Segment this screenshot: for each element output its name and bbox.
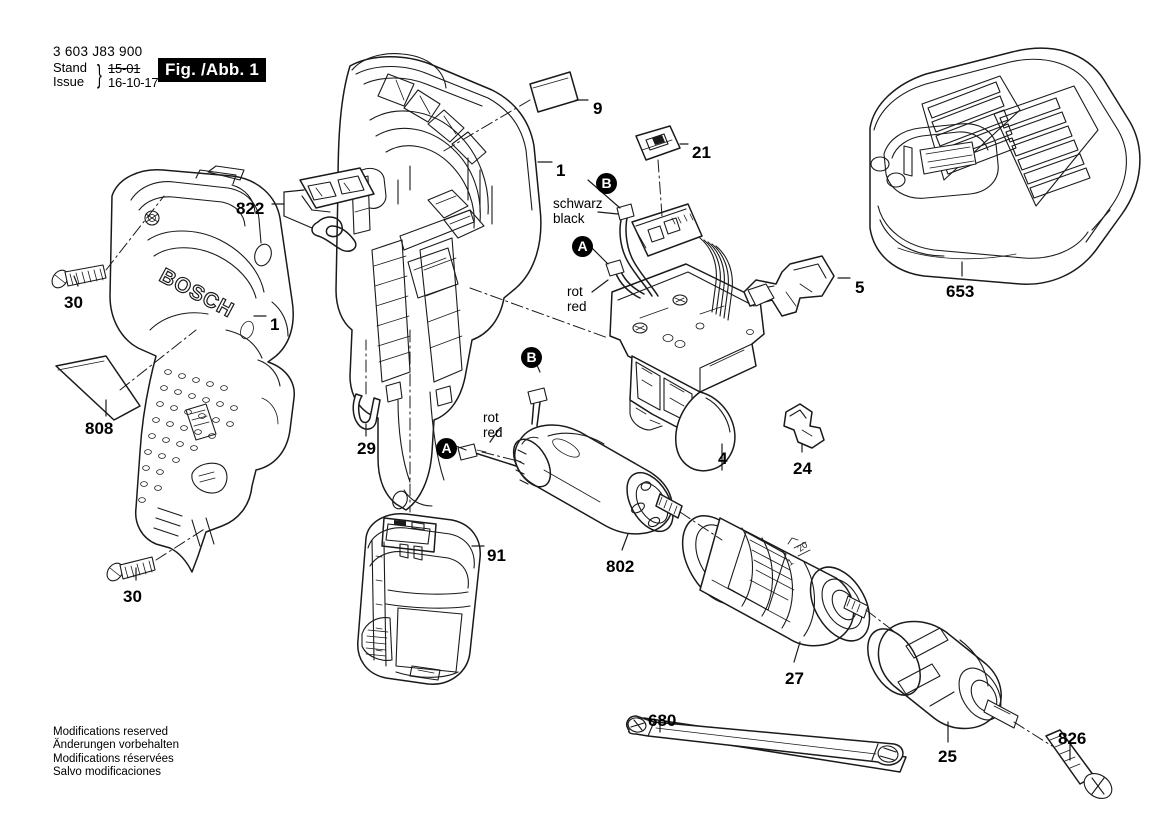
stand-label: Stand: [53, 60, 87, 75]
part-822-art: [299, 167, 375, 252]
superseded-date: 15-01: [108, 61, 141, 76]
wire-color-label-red-motor: rot red: [483, 410, 503, 440]
callout-822: 822: [236, 199, 265, 218]
callout-1-housing-right: 1: [556, 161, 566, 180]
connection-mark-A-motor: A: [436, 438, 457, 459]
callout-680: 680: [648, 711, 677, 730]
assembly-axes: [105, 99, 1053, 747]
motor-802-art: [457, 387, 683, 535]
callout-653: 653: [946, 282, 975, 301]
svg-text:1: 1: [785, 557, 795, 568]
gearbox-27-art: 1 20: [681, 515, 871, 647]
callout-5: 5: [855, 278, 865, 297]
bit-680-art: [626, 715, 907, 773]
part-5-art: [743, 255, 835, 317]
callout-25: 25: [938, 747, 957, 766]
connection-mark-B-upper: B: [596, 173, 617, 194]
svg-text:20: 20: [795, 540, 809, 554]
issue-label: Issue: [53, 74, 85, 89]
header-brace: }: [97, 59, 102, 89]
part-24-art: [783, 403, 825, 449]
electronics-assembly-art: [605, 203, 765, 472]
part-21-art: [635, 125, 681, 161]
callout-1-housing-left: 1: [270, 315, 280, 334]
connection-mark-B-motor: B: [521, 347, 542, 368]
callout-4: 4: [718, 449, 728, 468]
current-date: 16-10-17: [108, 75, 159, 90]
chuck-25-art: [867, 620, 1019, 730]
connection-mark-A-upper: A: [572, 236, 593, 257]
callout-826: 826: [1058, 729, 1087, 748]
callout-91: 91: [487, 546, 506, 565]
battery-91-art: [357, 513, 481, 685]
callout-30-lower: 30: [123, 587, 142, 606]
screw-30-lower-art: [106, 556, 156, 582]
housing-half-left-art: BOSCH: [109, 165, 295, 573]
callout-21: 21: [692, 143, 711, 162]
callout-27: 27: [785, 669, 804, 688]
wire-color-label-red-upper: rot red: [567, 284, 587, 314]
callout-30-upper: 30: [64, 293, 83, 312]
leader-lines: [73, 99, 1071, 761]
charger-653-art: [869, 47, 1141, 285]
screw-30-upper-art: [51, 264, 107, 289]
sticker-9-art: [529, 71, 579, 113]
callout-24: 24: [793, 459, 812, 478]
callout-9: 9: [593, 99, 603, 118]
callout-29: 29: [357, 439, 376, 458]
sticker-808-art: [55, 355, 141, 421]
callout-808: 808: [85, 419, 114, 438]
modifications-reserved-notice: Modifications reserved Änderungen vorbeh…: [53, 726, 179, 779]
figure-badge: Fig. /Abb. 1: [158, 58, 267, 82]
housing-half-right-art: [335, 53, 542, 511]
callout-802: 802: [606, 557, 635, 576]
part-number: 3 603 J83 900: [53, 44, 143, 59]
clip-29-art: [352, 393, 381, 430]
wire-color-label-black-upper: schwarz black: [553, 196, 603, 226]
